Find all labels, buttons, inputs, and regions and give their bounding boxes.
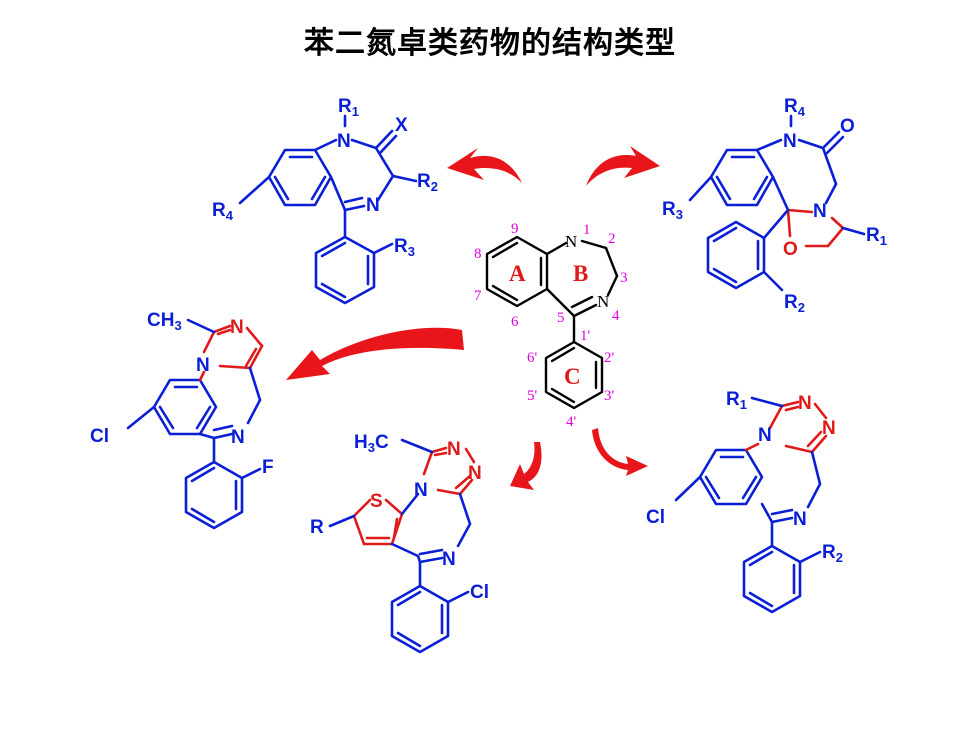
bm-n4: N — [442, 549, 456, 570]
bm-h3c: H3C — [354, 432, 389, 455]
ring-label-a: A — [509, 261, 526, 286]
bm-n-triazole-b: N — [468, 463, 482, 484]
ring-label-b: B — [573, 261, 588, 286]
tr-o-carbonyl: O — [840, 116, 855, 137]
tl-r4: R4 — [212, 200, 234, 223]
core-structure: N N A B C 1 2 3 4 5 6 7 8 9 1' 2' 3' 4' … — [474, 221, 628, 430]
tl-n4: N — [366, 195, 380, 216]
pos-3p: 3' — [604, 388, 615, 404]
lm-n-bridge: N — [196, 355, 210, 376]
lm-n4: N — [231, 427, 245, 448]
tr-n1: N — [783, 131, 797, 152]
arrow-to-top-right — [586, 146, 660, 186]
bm-s: S — [370, 491, 383, 512]
tr-r1: R1 — [866, 225, 887, 248]
pos-6: 6 — [511, 314, 519, 330]
tr-n-oxaz: N — [813, 201, 827, 222]
arrow-to-bottom-right — [592, 428, 648, 476]
bm-r: R — [310, 517, 324, 538]
structure-top-right: N N O O R4 R1 R3 R2 — [662, 96, 887, 315]
tr-r3: R3 — [662, 199, 683, 222]
br-r1: R1 — [726, 389, 747, 412]
arrow-to-bottom-middle — [510, 442, 542, 490]
pos-6p: 6' — [527, 350, 538, 366]
tr-o-ring: O — [783, 239, 798, 260]
pos-7: 7 — [474, 288, 482, 304]
ring-label-c: C — [564, 364, 581, 389]
pos-3: 3 — [620, 270, 628, 286]
tl-r3: R3 — [394, 236, 415, 259]
pos-4p: 4' — [566, 414, 577, 430]
core-n4: N — [597, 292, 609, 311]
br-r2: R2 — [822, 542, 843, 565]
pos-1: 1 — [583, 222, 591, 238]
br-n-triazole-b: N — [822, 418, 836, 439]
bm-n-bridge: N — [414, 480, 428, 501]
pos-2: 2 — [608, 231, 616, 247]
page-title: 苯二氮卓类药物的结构类型 — [304, 26, 676, 61]
br-cl: Cl — [646, 507, 665, 528]
arrow-to-top-left — [447, 148, 522, 183]
core-n1: N — [565, 232, 577, 251]
bm-n-triazole-a: N — [447, 439, 461, 460]
pos-9: 9 — [511, 221, 519, 237]
tl-n1: N — [337, 131, 351, 152]
arrow-to-left-middle — [286, 327, 464, 380]
br-n-triazole-a: N — [798, 393, 812, 414]
pos-5p: 5' — [527, 388, 538, 404]
structure-bottom-right: N N N N R1 Cl R2 — [646, 389, 843, 614]
br-n4: N — [793, 509, 807, 530]
lm-n-imidazole: N — [230, 317, 244, 338]
tr-r4: R4 — [784, 96, 806, 119]
br-n-bridge: N — [758, 425, 772, 446]
pos-2p: 2' — [604, 350, 615, 366]
pos-1p: 1' — [580, 328, 591, 344]
tr-r2: R2 — [784, 292, 805, 315]
bm-cl: Cl — [470, 582, 489, 603]
structure-top-left: N N X R1 R2 R3 R4 — [212, 96, 438, 305]
tl-r2: R2 — [417, 171, 438, 194]
lm-ch3: CH3 — [147, 310, 182, 333]
pos-4: 4 — [612, 308, 620, 324]
tl-r1: R1 — [338, 96, 359, 119]
structure-left-middle: N N N CH3 Cl F — [90, 310, 274, 530]
pos-8: 8 — [474, 246, 482, 262]
structure-bottom-middle: S N N N N H3C R Cl — [310, 432, 489, 654]
lm-f: F — [262, 457, 274, 478]
arrows — [286, 146, 660, 490]
lm-cl: Cl — [90, 426, 109, 447]
pos-5: 5 — [557, 310, 565, 326]
tl-x: X — [395, 115, 408, 136]
